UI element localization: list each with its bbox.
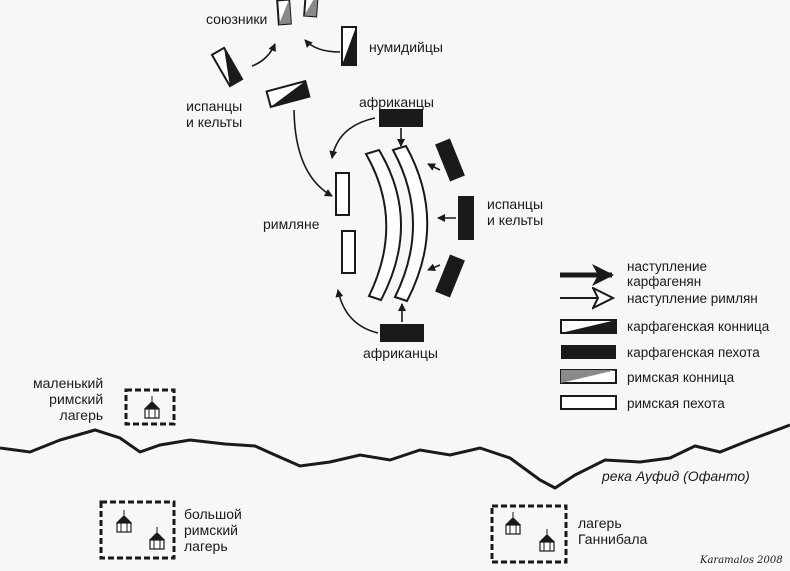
legend-roman-cavalry-swatch (560, 369, 617, 384)
arrow-iberians-bottom (427, 263, 441, 271)
legend-roman-infantry-swatch (560, 395, 617, 410)
arrow-africans-bottom-curve (335, 289, 379, 334)
legend-label-carthaginian-advance: наступление карфагенян (627, 259, 707, 289)
tent-icon (539, 529, 555, 552)
author-signature: Karamalos 2008 (700, 555, 783, 566)
label-romans: римляне (263, 216, 320, 232)
carthaginian-cavalry-center (265, 79, 311, 109)
legend-label-roman-infantry: римская пехота (627, 396, 725, 411)
label-allies: союзники (206, 11, 268, 27)
river-bank-line (0, 423, 790, 490)
legend-swatches (560, 264, 617, 410)
legend-label-carthaginian-cavalry: карфагенская конница (627, 319, 770, 334)
roman-infantry-block-top (335, 172, 350, 216)
numidian-cavalry (341, 26, 357, 66)
label-africans-bottom: африканцы (363, 345, 438, 361)
arrow-africans-top-curve (329, 117, 376, 159)
roman-main-line-inner (391, 144, 429, 303)
roman-allies-cavalry (276, 0, 319, 26)
label-africans-top: африканцы (359, 94, 434, 110)
tent-icon (116, 510, 132, 533)
roman-main-line-outer (364, 148, 402, 302)
legend-label-roman-advance: наступление римлян (627, 291, 758, 306)
iberians-bottom-block (435, 254, 465, 298)
tent-icon (149, 527, 165, 550)
label-numidians: нумидийцы (369, 39, 443, 55)
iberians-middle-block (458, 196, 474, 240)
big-roman-camp (99, 500, 176, 560)
label-small-camp: маленький римский лагерь (33, 375, 104, 423)
arrow-cav-to-romans (293, 109, 333, 197)
africans-top-block (379, 109, 423, 127)
arrow-numidians-to-allies (304, 39, 341, 53)
legend-label-roman-cavalry: римская конница (627, 370, 735, 385)
arrow-cav-to-allies (251, 43, 276, 67)
label-river: река Ауфид (Офанто) (602, 468, 750, 484)
legend-label-carthaginian-infantry: карфагенская пехота (627, 345, 760, 360)
label-big-camp: большой римский лагерь (184, 506, 242, 554)
label-iberians-celts-left: испанцы и кельты (186, 98, 243, 130)
label-hannibal-camp: лагерь Ганнибала (578, 515, 648, 547)
roman-infantry-block-bottom (341, 230, 356, 274)
small-roman-camp (124, 388, 176, 426)
hannibal-camp (490, 504, 568, 564)
legend-carthaginian-cavalry-swatch (560, 319, 617, 334)
label-iberians-celts-right: испанцы и кельты (487, 196, 544, 228)
tent-icon (144, 396, 160, 419)
africans-bottom-block (380, 324, 424, 342)
carthaginian-cavalry-left (210, 46, 244, 88)
arrow-iberians-top (427, 163, 441, 171)
iberians-top-block (435, 138, 465, 182)
tent-icon (505, 512, 521, 535)
movement-arrows (251, 39, 456, 334)
legend-carthaginian-infantry-swatch (561, 345, 616, 359)
